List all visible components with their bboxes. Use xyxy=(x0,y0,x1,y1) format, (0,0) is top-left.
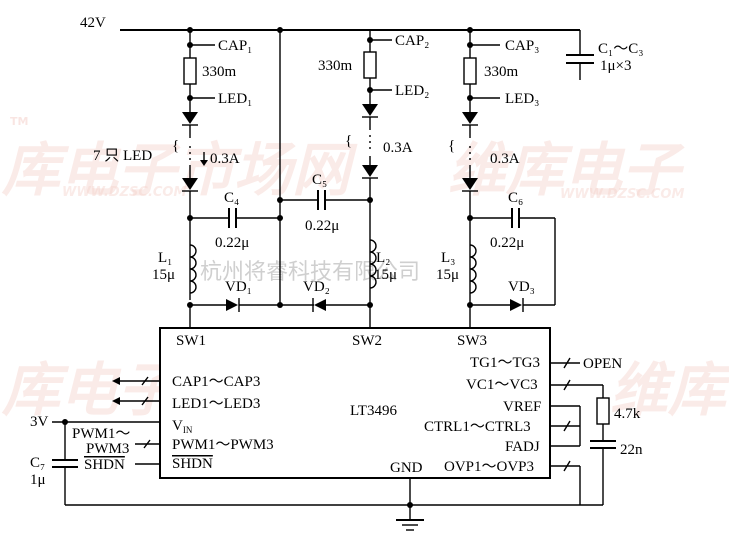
pin-vin: VIN xyxy=(172,418,193,435)
ch1-diode xyxy=(226,299,238,311)
channel-2: CAP₂ 330m LED₂ { 0.3A C₅ 0.22μ L₂ 15μ xyxy=(277,30,429,328)
ch1-ind-name: L₁ xyxy=(158,250,172,266)
watermark-company: 杭州将睿科技有限公司 xyxy=(200,260,420,285)
pin-led: LED1～LED3 xyxy=(172,396,260,412)
ch1-led-bottom xyxy=(182,178,198,190)
ch2-c-value: 0.22μ xyxy=(305,218,339,234)
right-io: OPEN 4.7k 22n xyxy=(550,356,643,505)
c7-name: C₇ xyxy=(30,455,45,471)
pin-sw3: SW3 xyxy=(457,333,487,349)
pin-fadj: FADJ xyxy=(505,439,540,455)
watermark-url-right: WWW.DZSC.COM xyxy=(560,187,684,202)
watermark-brand-bottom-right: 维库电子 xyxy=(610,356,729,424)
ch2-ind-name: L₂ xyxy=(376,250,390,266)
ch2-led-label: LED₂ xyxy=(395,83,429,99)
bulk-cap-value: 1μ×3 xyxy=(600,58,632,74)
ic-name: LT3496 xyxy=(350,403,397,419)
ch2-diode-name: VD₂ xyxy=(303,279,330,295)
ch1-sense-resistor xyxy=(183,57,197,85)
pin-ovp: OVP1～OVP3 xyxy=(444,459,534,475)
ch1-c-value: 0.22μ xyxy=(215,235,249,251)
ch2-inductor xyxy=(369,239,377,289)
left-io: 3V PWM1～ PWM3 SHDN C₇ 1μ xyxy=(30,376,160,505)
watermark-url-left: WWW.DZSC.COM xyxy=(62,185,186,200)
ch2-cap-label: CAP₂ xyxy=(395,33,429,49)
ch3-diode-name: VD₃ xyxy=(508,279,535,295)
ch1-cap-label: CAP₁ xyxy=(218,38,252,54)
ch3-c-series: C₆ xyxy=(508,190,523,206)
pin-tg: TG1～TG3 xyxy=(470,355,540,371)
supply-rail: 42V xyxy=(80,15,580,33)
svg-text:{: { xyxy=(345,133,352,149)
logic-supply-label: 3V xyxy=(30,414,49,430)
ch1-led-label: LED₁ xyxy=(218,91,252,107)
ic-body xyxy=(159,327,551,479)
pin-cap: CAP1～CAP3 xyxy=(172,374,260,390)
pin-shdn: SHDN xyxy=(172,456,213,472)
pin-vref: VREF xyxy=(503,399,541,415)
ch3-res-value: 330m xyxy=(484,64,519,80)
pin-pwm: PWM1～PWM3 xyxy=(172,437,274,453)
ch3-cap-label: CAP₃ xyxy=(505,38,539,54)
ch2-led-bottom xyxy=(362,165,378,177)
ch2-sense-resistor xyxy=(363,51,377,79)
ch1-inductor xyxy=(189,244,197,294)
ch1-led-count: 7 只 LED xyxy=(93,148,152,164)
watermark-brand-left: 库电子市场网 xyxy=(1,136,358,204)
ch1-current: 0.3A xyxy=(210,151,240,167)
ch1-res-value: 330m xyxy=(202,64,237,80)
watermark-tm: TM xyxy=(10,115,28,128)
open-label: OPEN xyxy=(583,356,622,372)
vin-label: 42V xyxy=(80,15,106,31)
bulk-cap-name: C₁～C₃ xyxy=(598,41,643,57)
ch1-c-series: C₄ xyxy=(224,190,239,206)
shdn-input: SHDN xyxy=(84,457,125,473)
ch3-inductor xyxy=(469,244,477,294)
ch1-diode-name: VD₁ xyxy=(225,279,252,295)
ch2-res-value: 330m xyxy=(318,58,353,74)
pin-ctrl: CTRL1～CTRL3 xyxy=(424,419,531,435)
ch3-sense-resistor xyxy=(463,57,477,85)
bulk-capacitor: C₁～C₃ 1μ×3 xyxy=(566,30,643,80)
ch3-ind-name: L₃ xyxy=(441,250,455,266)
pin-sw1: SW1 xyxy=(176,333,206,349)
channel-3: CAP₃ 330m LED₃ { 0.3A C₆ 0.22μ L₃ 15μ xyxy=(436,30,556,328)
watermark-brand-right: 维库电子 xyxy=(448,136,685,204)
cap-22n-value: 22n xyxy=(620,442,643,458)
pin-sw2: SW2 xyxy=(352,333,382,349)
pin-gnd: GND xyxy=(390,460,423,476)
resistor-4k7 xyxy=(596,397,610,425)
resistor-value: 4.7k xyxy=(614,406,641,422)
ch3-ind-value: 15μ xyxy=(436,267,459,283)
ch2-c-series: C₅ xyxy=(312,172,327,188)
svg-text:{: { xyxy=(172,138,179,154)
ch3-led-top xyxy=(462,112,478,124)
ch2-diode xyxy=(314,299,326,311)
svg-text:{: { xyxy=(448,138,455,154)
pin-vc: VC1～VC3 xyxy=(466,377,538,393)
ground xyxy=(65,478,603,531)
pwm-input-1: PWM1～ xyxy=(72,426,130,442)
c7-value: 1μ xyxy=(30,472,46,488)
ch3-led-label: LED₃ xyxy=(505,91,539,107)
ch3-current: 0.3A xyxy=(490,151,520,167)
ch3-diode xyxy=(510,299,522,311)
ch3-c-value: 0.22μ xyxy=(490,235,524,251)
ch2-ind-value: 15μ xyxy=(374,267,397,283)
pwm-input-2: PWM3 xyxy=(86,441,129,457)
ch3-led-bottom xyxy=(462,178,478,190)
ic-lt3496: SW1 SW2 SW3 CAP1～CAP3 LED1～LED3 VIN PWM1… xyxy=(159,327,551,479)
ch1-led-top xyxy=(182,112,198,124)
channel-1: CAP₁ 330m LED₁ { 7 只 LED 0.3A C₄ 0.22μ L… xyxy=(93,30,283,328)
ch2-led-top xyxy=(362,104,378,116)
ch2-current: 0.3A xyxy=(383,140,413,156)
ch1-ind-value: 15μ xyxy=(152,267,175,283)
